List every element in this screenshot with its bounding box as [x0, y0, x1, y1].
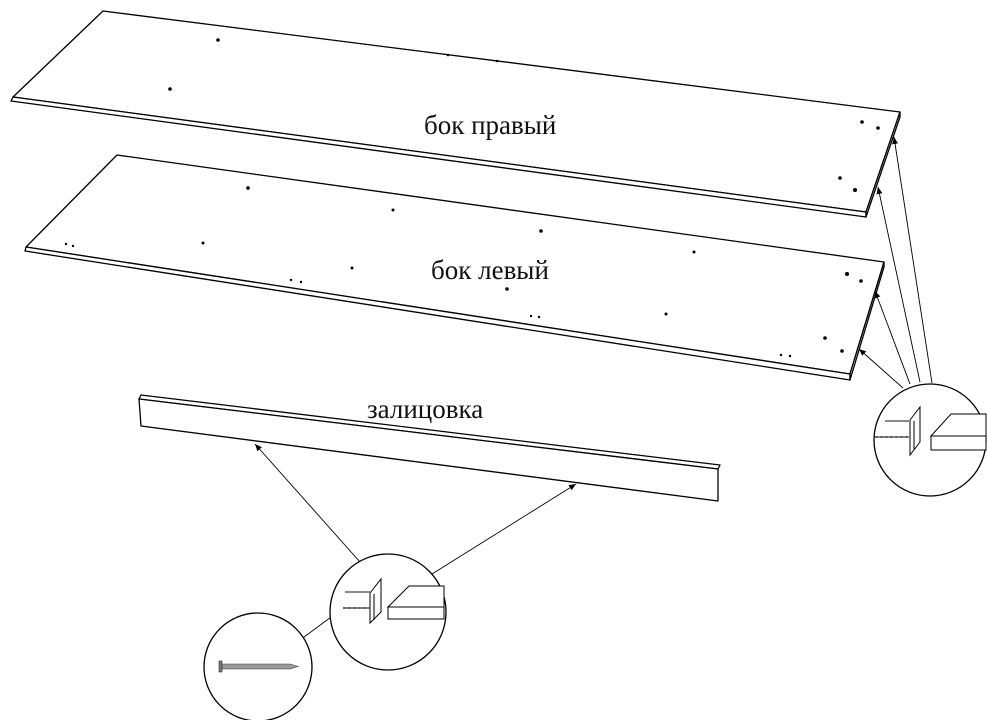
leader-arrow-icon: [254, 443, 361, 563]
panel-left-side-holes: [64, 186, 863, 358]
label-left-side: бок левый: [431, 255, 549, 285]
trim-strip: [138, 394, 721, 502]
detail-trim-profile: [369, 577, 382, 625]
panel-right-side-holes: [168, 38, 880, 192]
panel-left-side: [24, 154, 885, 381]
magnifier-detail-icon: [329, 553, 447, 671]
panel-right-side-end-edge: [865, 111, 901, 218]
trim-strip-front-face: [138, 398, 719, 502]
leader-arrows-sides: [858, 136, 933, 389]
panel-right-side: [10, 10, 901, 218]
magnifier-detail-icon: [873, 383, 987, 497]
label-right-side: бок правый: [424, 110, 557, 140]
detail-trim-profile: [909, 405, 921, 457]
label-trim: залицовка: [367, 394, 484, 424]
leader-arrow-icon: [874, 290, 911, 385]
leader-arrow-icon: [876, 186, 921, 383]
nail-icon: [203, 612, 313, 722]
leader-arrow-icon: [892, 136, 933, 384]
leader-arrow-icon: [858, 348, 904, 389]
leader-arrow-icon: [431, 483, 577, 575]
